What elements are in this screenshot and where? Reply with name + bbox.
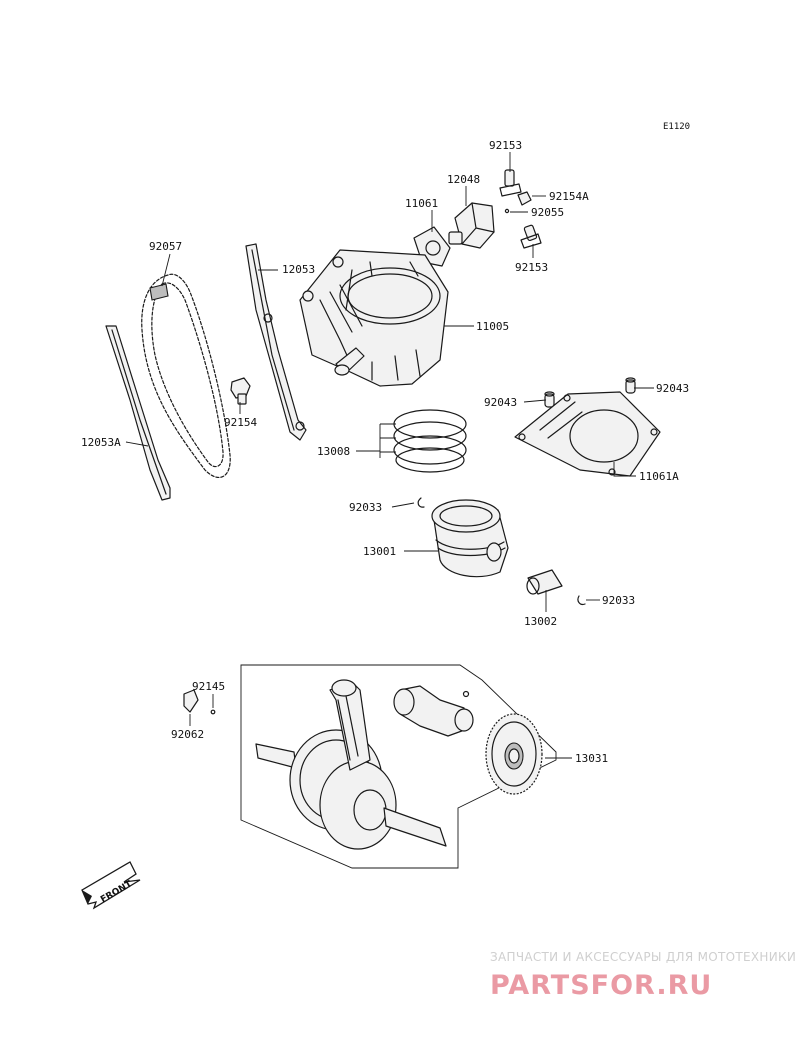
front-arrow-icon: FRONT <box>81 861 141 910</box>
chain-guide-front <box>105 325 171 501</box>
label-92033-right: 92033 <box>602 594 635 607</box>
watermark-logo: PARTSFOR.RU <box>490 970 712 1001</box>
cam-chain <box>141 273 231 478</box>
tensioner-washer-92055 <box>504 208 510 214</box>
crankshaft <box>255 679 447 850</box>
label-92154: 92154 <box>224 416 257 429</box>
label-92154A: 92154A <box>549 190 589 203</box>
dowel-pin-92043-left <box>544 391 555 408</box>
piston-pin-clip-right <box>577 595 586 606</box>
small-bolt-92062 <box>183 689 199 713</box>
label-92055: 92055 <box>531 206 564 219</box>
diagram-ref-code: E1120 <box>663 122 690 132</box>
balancer-gear <box>485 713 543 795</box>
watermark-tagline: ЗАПЧАСТИ И АКСЕССУАРЫ ДЛЯ МОТОТЕХНИКИ <box>490 950 796 964</box>
tensioner-body <box>448 202 495 249</box>
label-11061: 11061 <box>405 197 438 210</box>
label-13031: 13031 <box>575 752 608 765</box>
tensioner-cap-92154A <box>517 191 532 206</box>
tensioner-bolt-lower <box>520 224 542 249</box>
piston-pin <box>526 569 563 595</box>
piston-ring-set <box>393 409 467 473</box>
label-13008: 13008 <box>317 445 350 458</box>
label-92153-upper: 92153 <box>489 139 522 152</box>
label-12053: 12053 <box>282 263 315 276</box>
label-92145: 92145 <box>192 680 225 693</box>
leader-lines <box>125 152 654 759</box>
label-11005: 11005 <box>476 320 509 333</box>
piston <box>431 499 509 578</box>
label-13001: 13001 <box>363 545 396 558</box>
cylinder-block <box>299 249 449 387</box>
label-92057: 92057 <box>149 240 182 253</box>
cylinder-base-gasket <box>514 391 661 477</box>
label-12053A: 12053A <box>81 436 121 449</box>
label-11061A: 11061A <box>639 470 679 483</box>
chain-guide-rear <box>245 243 307 441</box>
label-92033-left: 92033 <box>349 501 382 514</box>
balancer-shaft <box>393 685 474 737</box>
guide-bolt-92154 <box>230 377 251 405</box>
dowel-pin-92043-right <box>625 377 636 394</box>
piston-pin-clip-left <box>417 497 425 508</box>
label-92043-left: 92043 <box>484 396 517 409</box>
label-92062: 92062 <box>171 728 204 741</box>
label-13002: 13002 <box>524 615 557 628</box>
small-pin-92145 <box>210 709 216 715</box>
label-12048: 12048 <box>447 173 480 186</box>
label-92153-lower: 92153 <box>515 261 548 274</box>
tensioner-bolt-upper <box>499 169 522 197</box>
label-92043-right: 92043 <box>656 382 689 395</box>
